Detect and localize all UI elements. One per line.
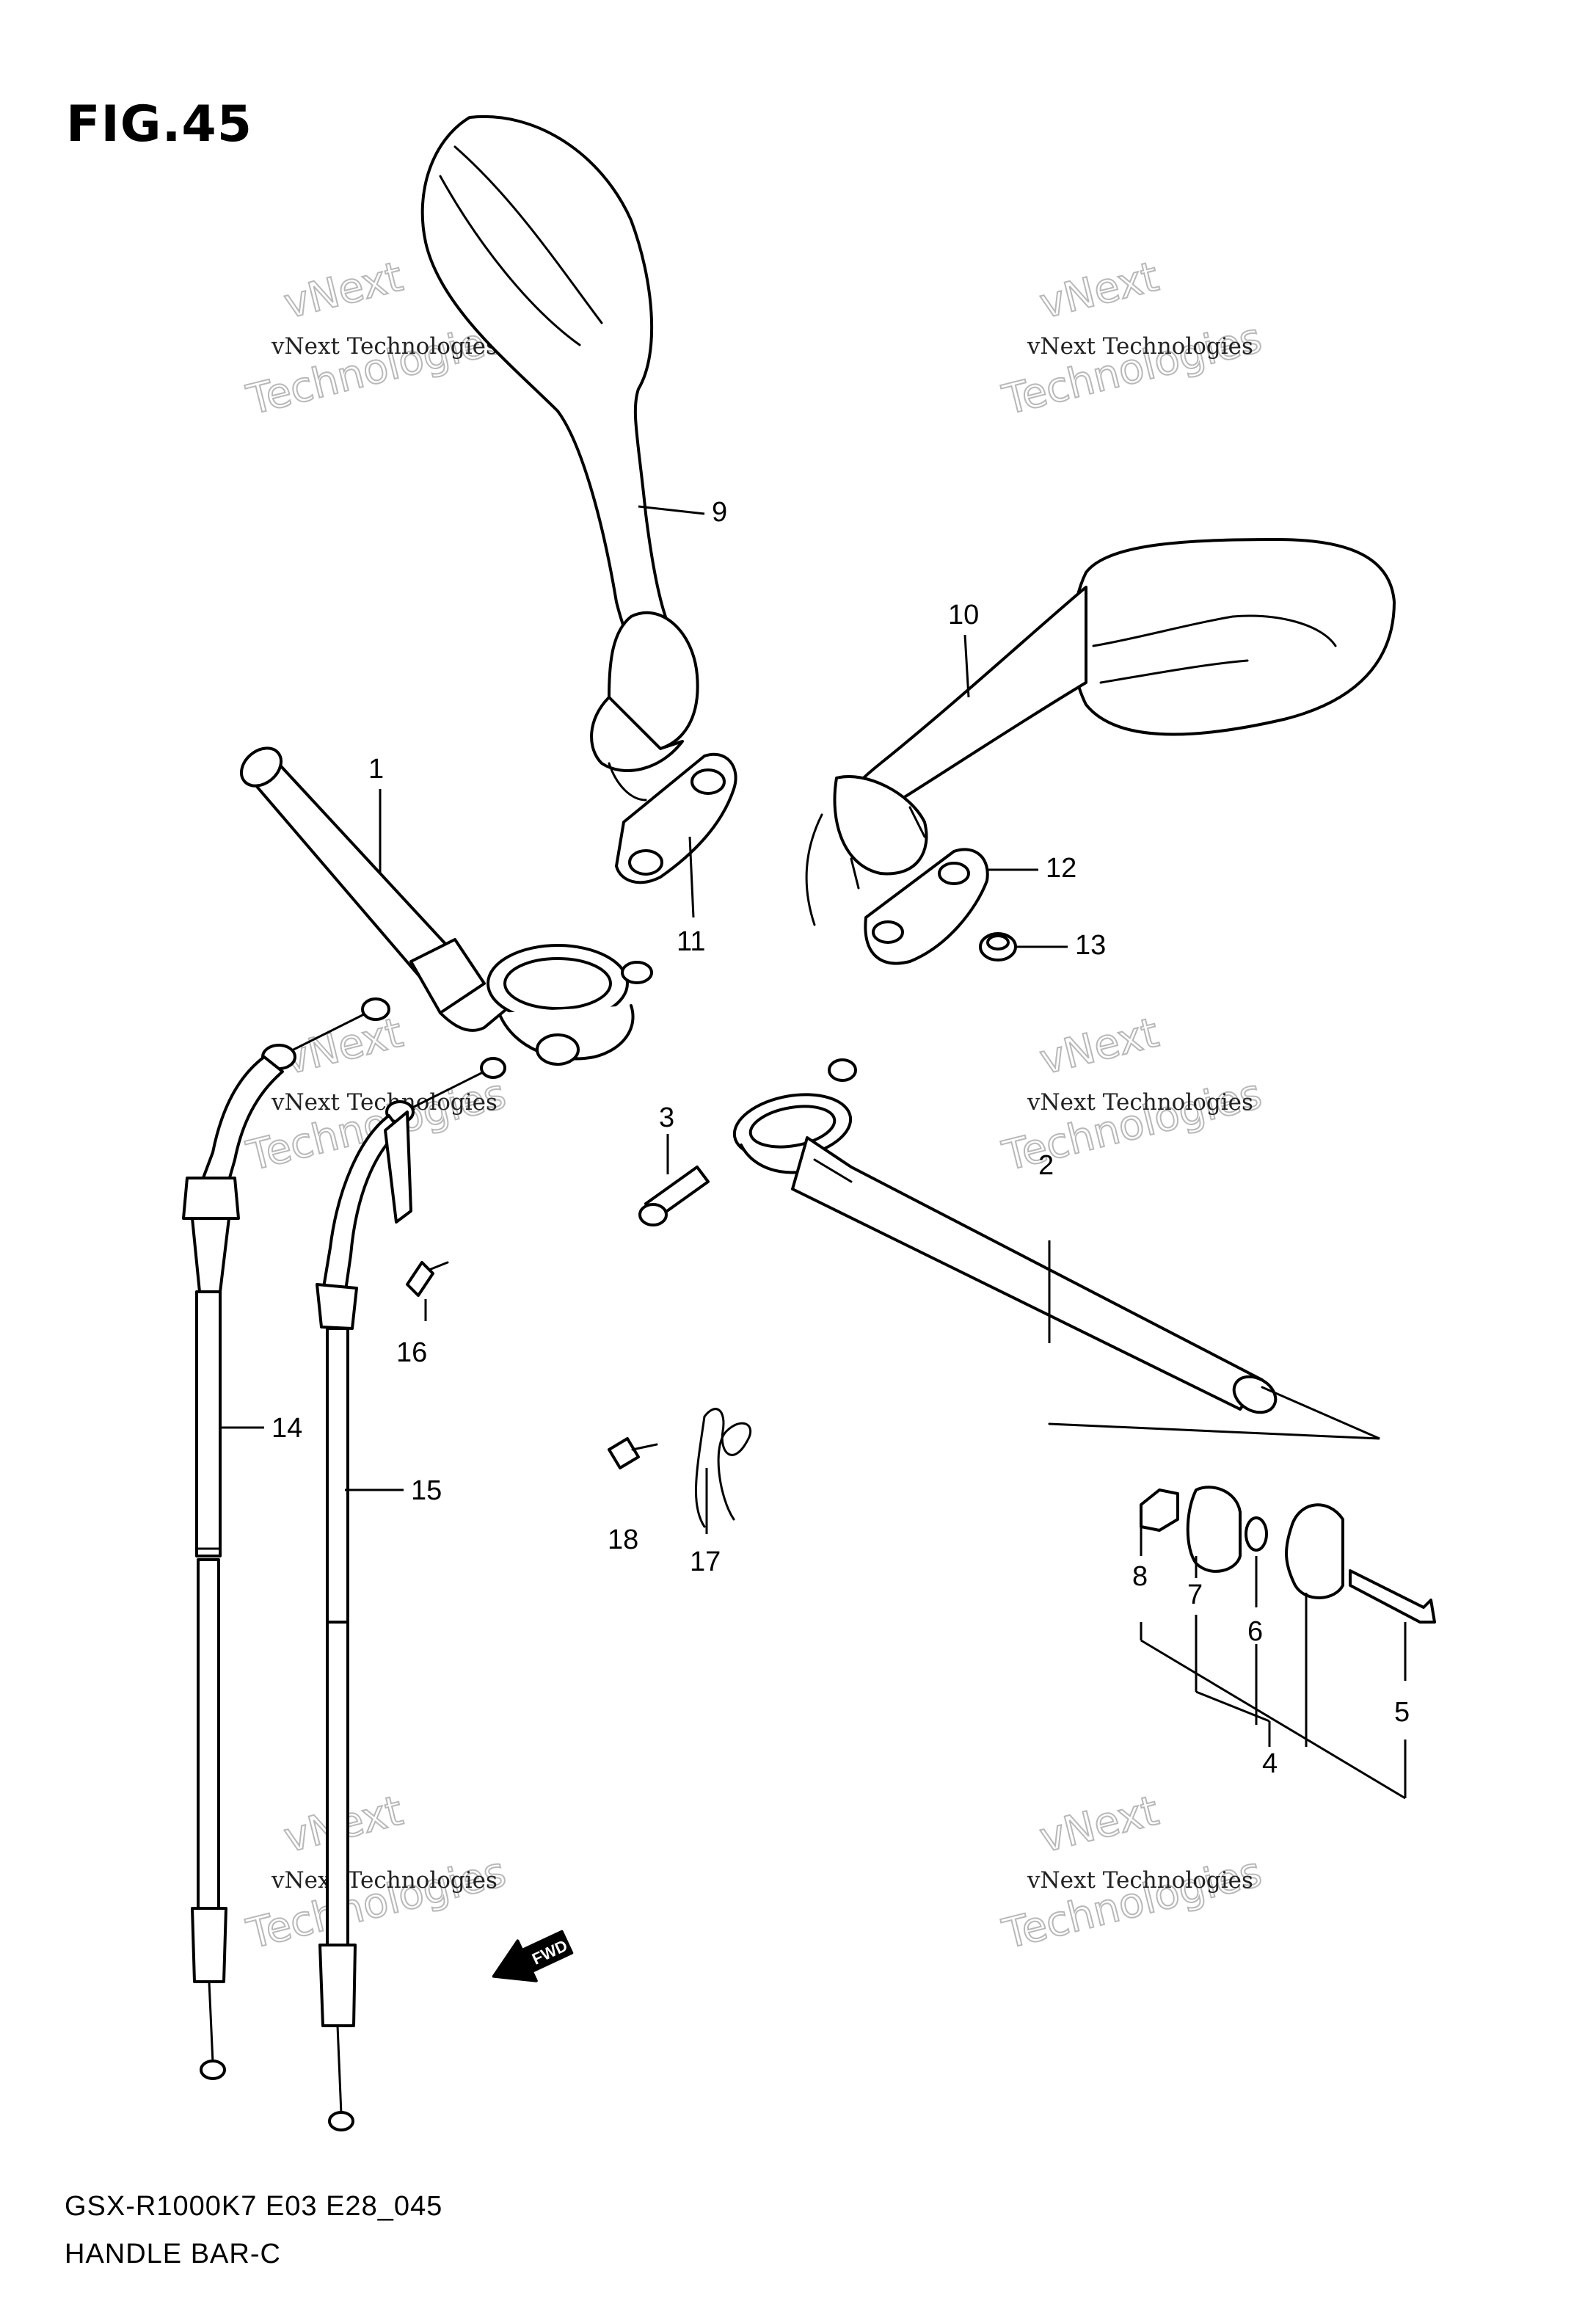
watermark-big-line: vNext	[1035, 1787, 1163, 1863]
watermark-bottom-left: vNext Technologies vNext Technologies	[241, 1786, 511, 1960]
watermark-text: vNext Technologies	[271, 1089, 498, 1116]
clip-part-17	[695, 1408, 752, 1528]
figure-title: FIG.45	[66, 95, 253, 153]
callout-18: 18	[608, 1524, 638, 1555]
callout-2: 2	[1038, 1150, 1054, 1181]
watermark-text: vNext Technologies	[1027, 1089, 1253, 1116]
throttle-cable-part-14	[182, 997, 390, 2080]
callout-4: 4	[1262, 1748, 1278, 1779]
callout-11: 11	[677, 926, 705, 957]
watermark-text: vNext Technologies	[271, 333, 498, 360]
callout-16: 16	[396, 1337, 427, 1368]
callout-17: 17	[690, 1546, 721, 1577]
figure-name: HANDLE BAR-C	[65, 2239, 281, 2269]
left-mirror-part-9	[420, 114, 699, 801]
callout-10: 10	[948, 600, 979, 630]
fwd-arrow: FWD	[492, 1930, 574, 1982]
callout-15: 15	[411, 1475, 442, 1506]
throttle-cable-part-15	[316, 1057, 506, 2131]
watermark-big-line: Technologies	[998, 314, 1267, 424]
callout-13: 13	[1075, 930, 1106, 961]
callout-9: 9	[712, 497, 727, 528]
watermark-big-line: vNext	[1035, 253, 1163, 329]
right-mirror-part-10	[805, 538, 1396, 926]
callout-5: 5	[1394, 1697, 1410, 1728]
watermark-big-line: Technologies	[242, 1848, 511, 1958]
callout-numbers: 1 2 3 4 5 6 7 8 9 10 11 12 13 14 15 16 1…	[272, 497, 1410, 1779]
watermark-big-line: vNext	[1035, 1009, 1163, 1085]
screw-part-16	[406, 1261, 449, 1297]
watermark-big-line: Technologies	[998, 1848, 1267, 1958]
mirror-gasket-part-11	[615, 752, 737, 884]
watermark-text: vNext Technologies	[1027, 333, 1253, 360]
watermark-big-line: vNext	[280, 253, 407, 329]
watermark-bottom-right: vNext Technologies vNext Technologies	[997, 1786, 1267, 1960]
watermark-big-line: Technologies	[242, 314, 511, 424]
callout-6: 6	[1247, 1616, 1263, 1647]
left-handlebar-part-1	[240, 746, 653, 1066]
callout-3: 3	[659, 1102, 674, 1133]
watermark-top-right: vNext Technologies vNext Technologies	[997, 252, 1267, 426]
model-code: GSX-R1000K7 E03 E28_045	[65, 2191, 443, 2222]
mirror-gasket-part-12	[864, 848, 989, 965]
right-handlebar-part-2	[732, 1058, 1278, 1414]
nut-part-13	[979, 932, 1017, 961]
bar-end-assembly-part-4	[1048, 1386, 1436, 1624]
callout-12: 12	[1046, 853, 1076, 884]
watermark-text: vNext Technologies	[1027, 1867, 1253, 1894]
callout-leaders	[220, 505, 1407, 1800]
watermark-text: vNext Technologies	[271, 1867, 498, 1894]
callout-1: 1	[368, 754, 384, 785]
bolt-part-3	[638, 1166, 710, 1226]
bolt-part-18	[608, 1437, 658, 1469]
callout-8: 8	[1132, 1561, 1148, 1592]
callout-7: 7	[1187, 1579, 1203, 1610]
callout-14: 14	[272, 1413, 302, 1444]
